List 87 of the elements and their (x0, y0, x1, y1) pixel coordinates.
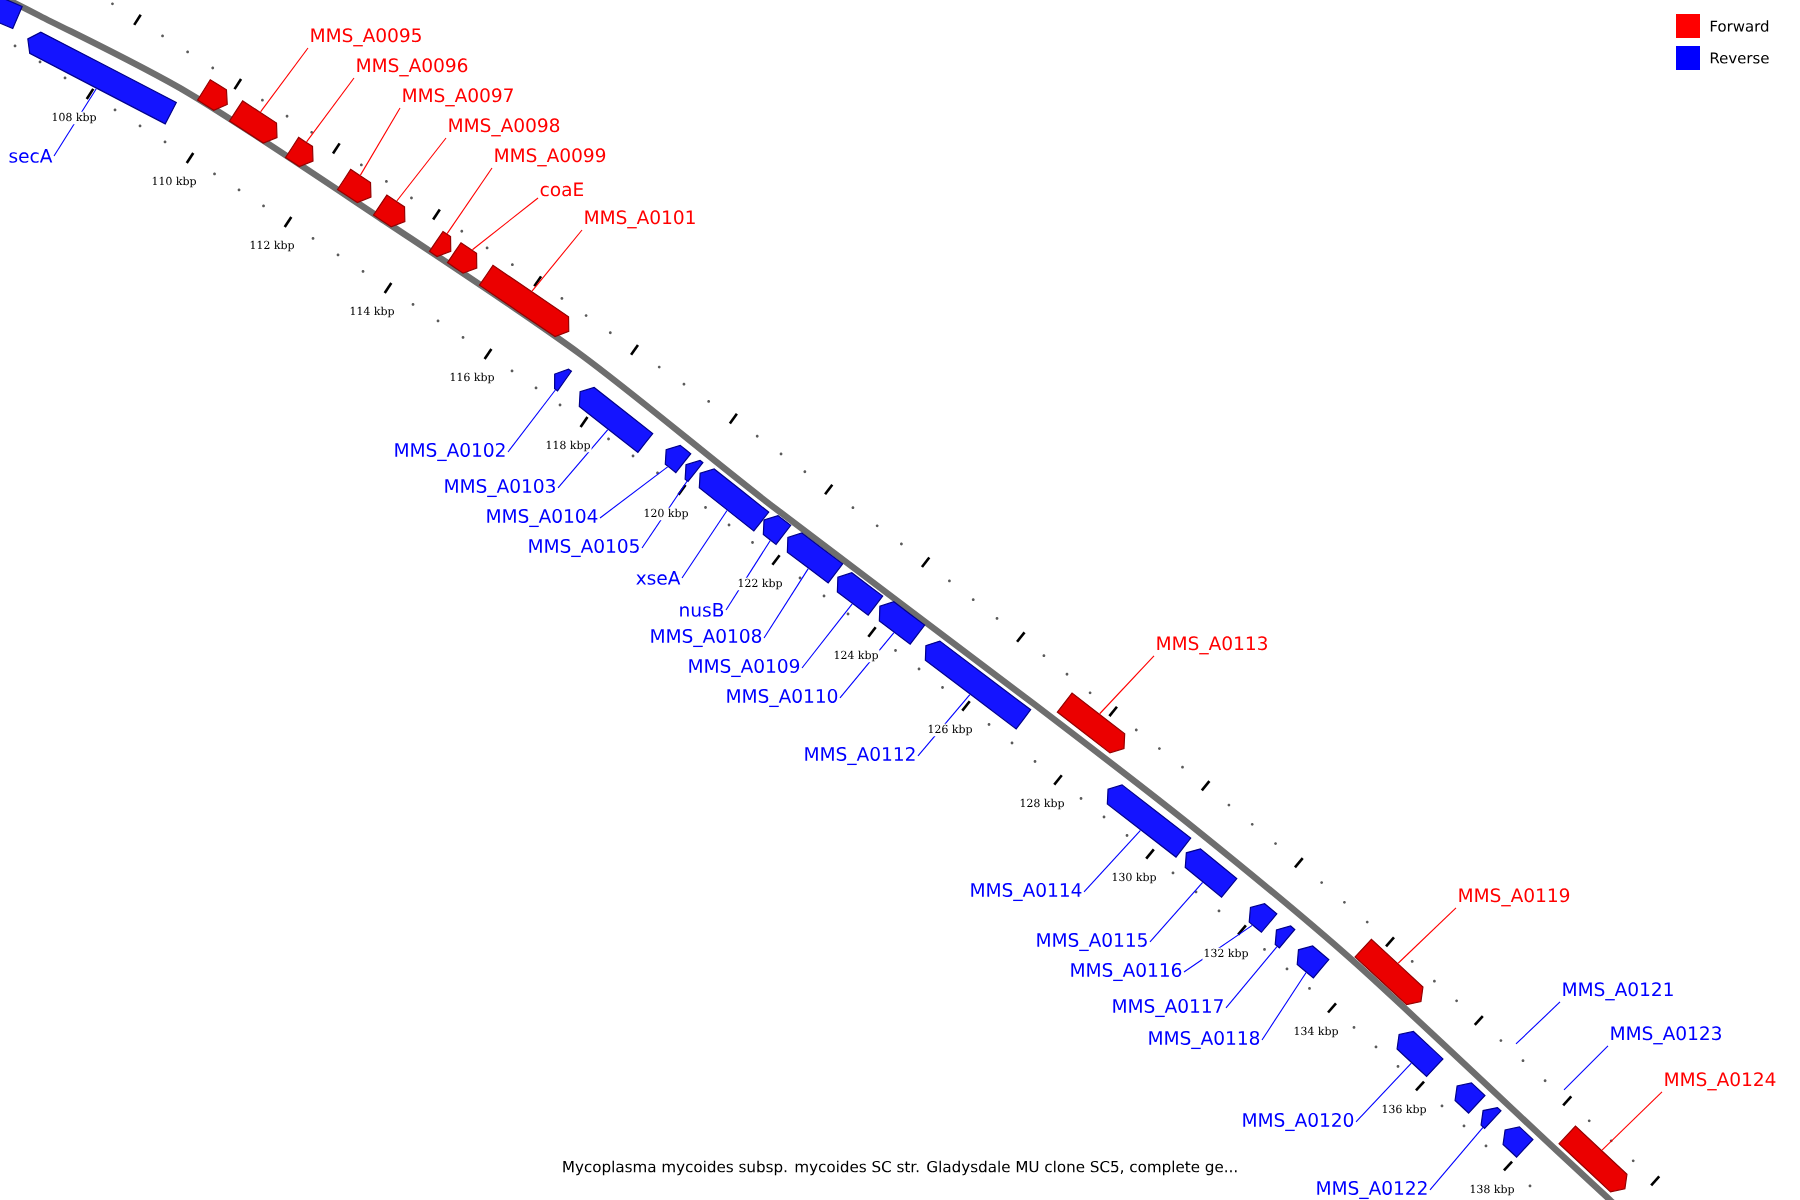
leader-line (1429, 1126, 1484, 1191)
leader-line (725, 539, 771, 611)
gene-label: MMS_A0096 (357, 58, 468, 77)
gene-bar (1354, 938, 1424, 1006)
leader-line (306, 77, 355, 143)
leader-line (641, 480, 688, 549)
gene-bar (336, 168, 372, 204)
gene-bar (478, 264, 570, 338)
gene-label: MMS_A0124 (1665, 1072, 1776, 1091)
leader-line (839, 632, 895, 699)
gene-label: coaE (540, 182, 584, 197)
gene-label: secA (9, 149, 53, 163)
leader-line (1397, 907, 1457, 964)
gene-bar (1558, 1125, 1628, 1193)
leader-line (1099, 655, 1155, 715)
gene-bar (1274, 925, 1296, 949)
gene-bar (1248, 903, 1278, 934)
leader-line (53, 88, 97, 157)
gene-label: xseA (636, 571, 681, 585)
leader-line (1261, 971, 1307, 1041)
gene-bar (1396, 1030, 1444, 1078)
gene-label: MMS_A0099 (495, 148, 606, 167)
gene-label: MMS_A0097 (403, 88, 513, 107)
gene-label: MMS_A0119 (1459, 888, 1570, 907)
gene-bar (1184, 848, 1238, 898)
gene-label: MMS_A0104 (487, 508, 598, 528)
gene-label: MMS_A0115 (1037, 932, 1147, 952)
gene-label: MMS_A0114 (971, 882, 1082, 902)
leader-line (599, 466, 669, 519)
gene-bar (1296, 945, 1330, 979)
gene-bar (428, 230, 452, 258)
leader-line (1563, 1045, 1609, 1091)
leader-line (507, 389, 556, 453)
leader-line (1083, 829, 1142, 893)
leader-line (1183, 924, 1253, 973)
gene-label: MMS_A0102 (395, 442, 505, 462)
gene-bar (1502, 1126, 1534, 1158)
leader-line (801, 603, 853, 669)
leader-line (396, 137, 447, 202)
leader-line (359, 107, 401, 176)
gene-label: MMS_A0101 (585, 210, 695, 229)
gene-bar (27, 31, 178, 125)
gene-label: nusB (680, 603, 724, 617)
gene-label: MMS_A0121 (1563, 982, 1673, 1001)
gene-label: MMS_A0120 (1243, 1112, 1354, 1132)
gene-label: MMS_A0113 (1157, 636, 1267, 655)
gene-label: MMS_A0122 (1317, 1180, 1427, 1200)
gene-label: MMS_A0118 (1149, 1030, 1260, 1050)
gene-label: MMS_A0098 (449, 118, 560, 137)
gene-bar (554, 368, 573, 392)
gene-label: MMS_A0108 (651, 628, 762, 648)
gene-bar (1056, 692, 1126, 754)
leader-line (1149, 881, 1204, 943)
gene-label: MMS_A0109 (689, 658, 800, 678)
gene-label: MMS_A0110 (727, 688, 838, 708)
gene-label: MMS_A0112 (805, 746, 915, 766)
leader-line (917, 694, 971, 757)
leader-line (1515, 1001, 1561, 1045)
gene-bar (0, 0, 23, 30)
gene-bar (372, 194, 406, 228)
gene-label: MMS_A0105 (529, 538, 639, 558)
leader-line (681, 509, 728, 579)
gene-label: MMS_A0117 (1113, 998, 1223, 1018)
gene-label: MMS_A0123 (1611, 1026, 1721, 1045)
gene-label: MMS_A0116 (1071, 962, 1182, 982)
gene-bar (1480, 1106, 1502, 1130)
gene-bar (284, 136, 314, 168)
leader-line (446, 167, 493, 235)
gene-label: MMS_A0103 (445, 478, 555, 498)
gene-bar (1454, 1082, 1486, 1114)
leader-line (1601, 1091, 1663, 1151)
leader-line (1225, 946, 1278, 1009)
gene-bar (1106, 784, 1192, 858)
leader-line (557, 429, 609, 489)
leader-line (763, 568, 809, 639)
leader-line (1355, 1062, 1412, 1123)
leader-line (531, 229, 583, 292)
gene-bar (836, 572, 884, 617)
gene-bar (228, 100, 278, 144)
gene-bar (786, 532, 844, 584)
leader-line (260, 47, 309, 113)
gene-bar (698, 468, 770, 532)
leader-line (471, 197, 539, 251)
gene-bar (878, 601, 926, 646)
gene-bar (684, 459, 704, 483)
gene-bar (664, 444, 692, 474)
gene-label: MMS_A0095 (311, 28, 421, 47)
